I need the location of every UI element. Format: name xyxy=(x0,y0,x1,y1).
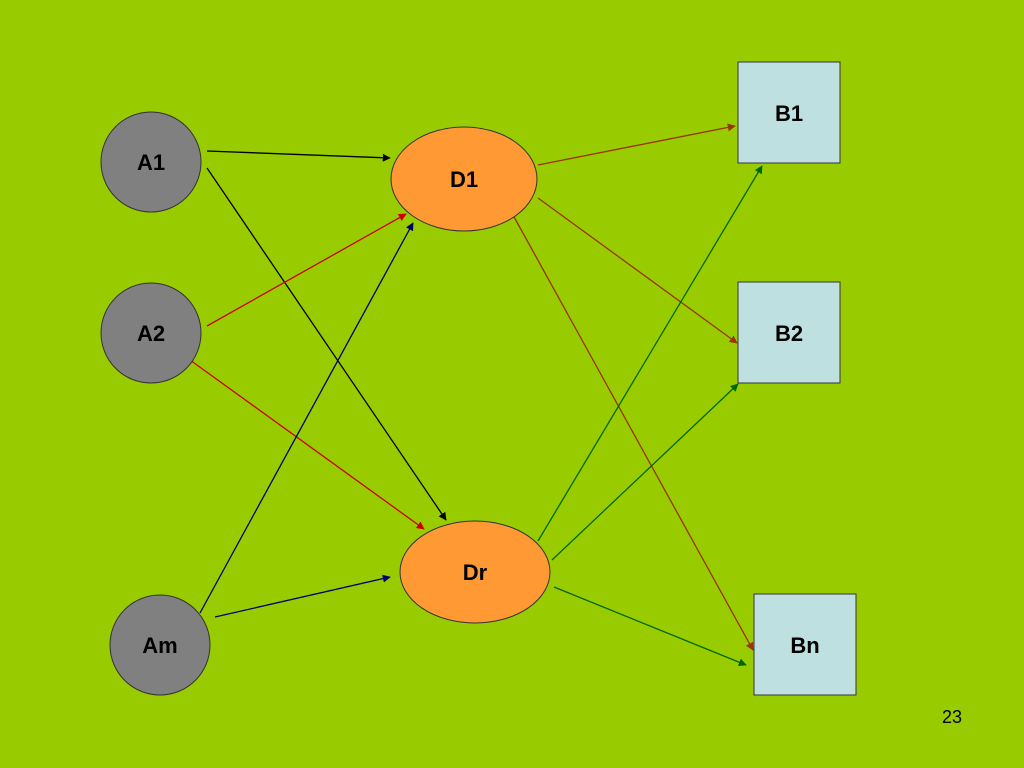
edge-am-d1 xyxy=(199,222,414,614)
node-b1-label: B1 xyxy=(775,101,803,126)
edge-a2-d1 xyxy=(206,213,407,327)
node-bn: Bn xyxy=(753,593,857,696)
edge-dr-bn xyxy=(553,586,747,666)
edge-a1-dr xyxy=(206,167,447,521)
node-b1: B1 xyxy=(737,61,841,164)
edge-d1-b1 xyxy=(537,123,736,166)
node-a2-label: A2 xyxy=(137,321,165,346)
node-d1: D1 xyxy=(390,126,538,232)
node-am-label: Am xyxy=(142,633,177,658)
node-b2: B2 xyxy=(737,281,841,384)
edge-dr-b2 xyxy=(551,383,739,561)
edge-d1-bn xyxy=(512,214,754,651)
edge-a2-dr xyxy=(189,359,425,530)
edge-a1-d1 xyxy=(206,150,391,162)
node-dr-label: Dr xyxy=(463,560,488,585)
node-b2-label: B2 xyxy=(775,321,803,346)
page-number: 23 xyxy=(941,707,962,727)
edge-am-dr xyxy=(214,574,391,618)
node-bn-label: Bn xyxy=(790,633,819,658)
node-am: Am xyxy=(109,594,211,696)
node-a1-label: A1 xyxy=(137,150,165,175)
node-a2: A2 xyxy=(100,282,202,384)
edge-dr-b1 xyxy=(537,165,763,542)
node-d1-label: D1 xyxy=(450,167,478,192)
node-dr: Dr xyxy=(399,520,551,624)
edge-d1-b2 xyxy=(537,197,738,344)
node-a1: A1 xyxy=(100,111,202,213)
